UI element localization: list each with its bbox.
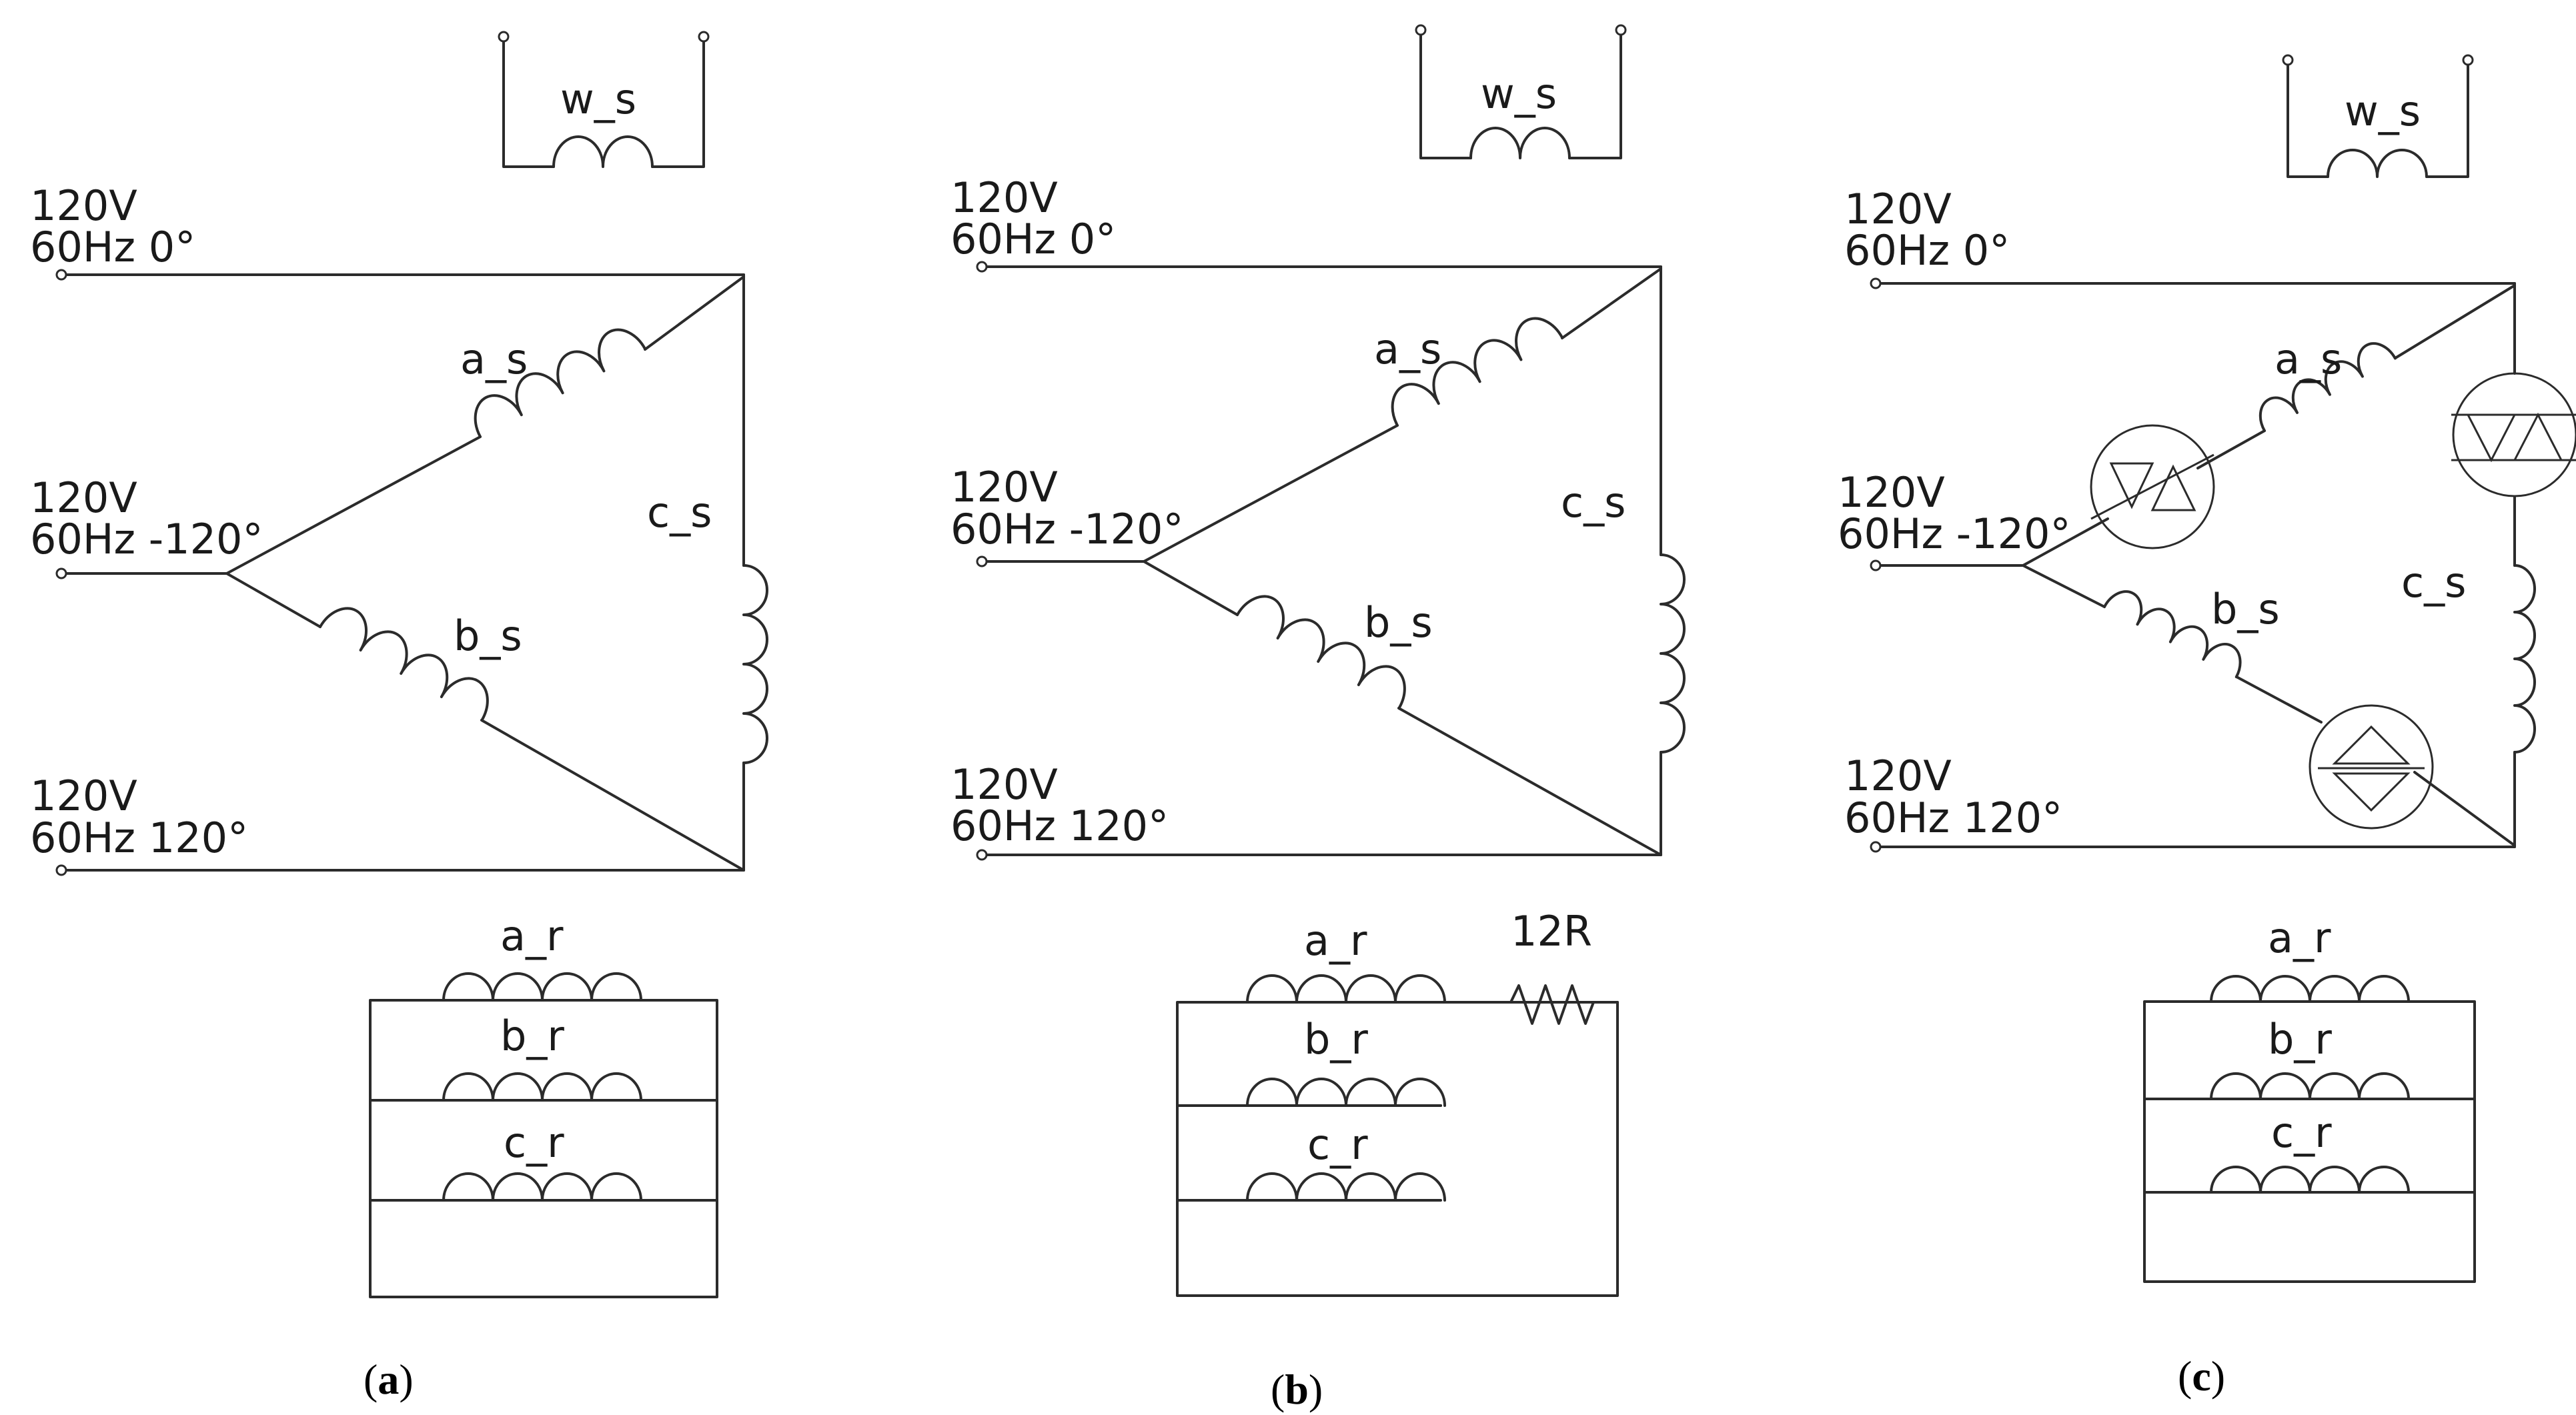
caption-b: (b) (1271, 1366, 1323, 1413)
ws-terminal-right (1615, 24, 1627, 36)
ar-coil (2210, 975, 2410, 1003)
br-coil (442, 1072, 642, 1102)
caption-c: (c) (2178, 1352, 2225, 1400)
cs-coil: c_s (2401, 282, 2536, 848)
bs-coil: b_s (225, 572, 745, 872)
source-1-voltage: 120V (1844, 185, 1952, 233)
as-coil: a_s (1143, 267, 1662, 563)
ws-coil: w_s (1415, 24, 1627, 159)
ar-label: a_r (2268, 914, 2331, 962)
ws-coil: w_s (2282, 54, 2474, 178)
source-2-phase: 60Hz -120° (30, 515, 263, 563)
rotor-windings: 12R a_r b_r c_r (1176, 907, 1619, 1297)
ar-label: a_r (1304, 916, 1367, 965)
cs-label: c_s (1561, 478, 1626, 527)
terminal-phase-minus120 (976, 555, 988, 567)
cs-label: c_s (647, 488, 712, 537)
caption-a: (a) (364, 1356, 414, 1403)
cs-coil: c_s (647, 273, 768, 872)
bs-label: b_s (2211, 585, 2280, 633)
bs-coil: b_s (1143, 560, 1662, 856)
br-coil (1246, 1078, 1446, 1107)
resistor-12r (1443, 984, 1619, 1025)
source-2-voltage: 120V (950, 463, 1058, 511)
rotor-windings: a_r b_r c_r (369, 912, 718, 1298)
source-3-voltage: 120V (950, 760, 1058, 809)
cr-label: c_r (2271, 1108, 2332, 1157)
as-label: a_s (1374, 325, 1441, 373)
source-2-phase: 60Hz -120° (950, 505, 1183, 553)
source-3-phase: 60Hz 120° (1844, 794, 2062, 842)
cr-coil (1246, 1172, 1446, 1202)
source-3-phase: 60Hz 120° (30, 814, 248, 862)
cr-label: c_r (504, 1118, 564, 1167)
terminal-phase-0 (976, 261, 988, 273)
panel-b: w_s 120V 60Hz 0° 120V 60Hz -120° 120V 60… (950, 24, 1686, 1413)
as-coil: a_s (2022, 284, 2516, 567)
bs-coil: b_s (2022, 564, 2516, 847)
source-3-phase: 60Hz 120° (950, 802, 1169, 850)
source-1-phase: 60Hz 0° (950, 215, 1116, 263)
resistor-label: 12R (1511, 907, 1592, 956)
source-3-voltage: 120V (1844, 752, 1952, 800)
ws-terminal-right (698, 31, 710, 43)
ar-coil (442, 972, 642, 1002)
ws-label: w_s (2345, 87, 2421, 135)
cs-coil: c_s (1561, 265, 1686, 856)
source-2-phase: 60Hz -120° (1838, 509, 2070, 558)
terminal-phase-minus120 (55, 567, 67, 579)
terminal-phase-120 (55, 864, 67, 876)
br-label: b_r (2268, 1015, 2332, 1064)
cr-coil (442, 1172, 642, 1202)
source-2-voltage: 120V (30, 473, 137, 522)
ws-terminal-right (2462, 54, 2474, 66)
triac-a (2090, 424, 2215, 549)
ws-coil-loops (552, 135, 654, 168)
as-label: a_s (2275, 335, 2342, 383)
terminal-phase-120 (976, 849, 988, 861)
terminal-phase-0 (1870, 277, 1882, 289)
bs-label: b_s (1364, 598, 1433, 647)
ar-label: a_r (500, 912, 564, 960)
ws-coil: w_s (498, 31, 710, 168)
as-coil: a_s (225, 275, 745, 575)
br-label: b_r (500, 1012, 564, 1060)
source-1-phase: 60Hz 0° (30, 223, 195, 271)
panel-c: w_s 120V 60Hz 0° 120V 60Hz -120° 120V 60… (1838, 54, 2576, 1400)
source-1-phase: 60Hz 0° (1844, 226, 2010, 275)
triac-b (2309, 704, 2434, 830)
cs-label: c_s (2401, 558, 2466, 607)
triac-c (2451, 372, 2576, 497)
as-label: a_s (460, 335, 528, 383)
bs-label: b_s (454, 611, 522, 660)
br-coil (2210, 1072, 2410, 1100)
ws-terminal-left (2282, 54, 2294, 66)
terminal-phase-minus120 (1870, 559, 1882, 571)
cr-label: c_r (1307, 1120, 1368, 1169)
panel-a: w_s 120V 60Hz 0° 120V 60Hz -120° 120V 60… (30, 31, 768, 1403)
source-1-voltage: 120V (30, 181, 137, 230)
rotor-frame (1176, 1001, 1619, 1297)
terminal-phase-120 (1870, 841, 1882, 853)
source-3-voltage: 120V (30, 772, 137, 820)
source-2-voltage: 120V (1838, 468, 1945, 517)
cr-coil (2210, 1166, 2410, 1194)
source-1-voltage: 120V (950, 173, 1058, 222)
br-label: b_r (1304, 1015, 1368, 1064)
ws-label: w_s (1481, 69, 1557, 118)
ar-coil (1246, 974, 1446, 1004)
terminal-phase-0 (55, 269, 67, 281)
ws-terminal-left (498, 31, 510, 43)
ws-label: w_s (560, 75, 636, 123)
ws-terminal-left (1415, 24, 1427, 36)
rotor-windings: a_r b_r c_r (2143, 914, 2476, 1283)
